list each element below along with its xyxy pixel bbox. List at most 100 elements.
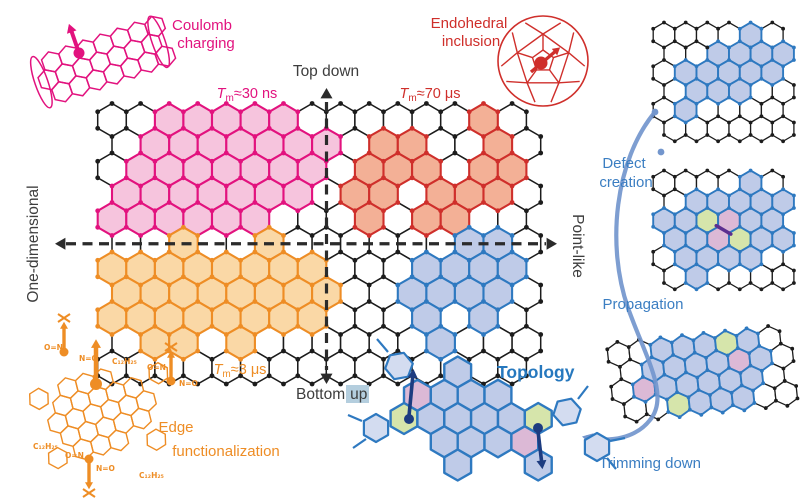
dimethyl-cross	[82, 488, 96, 498]
lattice-atom	[424, 332, 429, 337]
lattice-atom	[266, 175, 272, 181]
lattice-atom	[424, 299, 429, 304]
lattice-atom	[682, 358, 687, 362]
lattice-atom	[770, 95, 775, 100]
lattice-atom	[672, 26, 677, 31]
lattice-atom	[109, 249, 115, 255]
lattice-atom	[705, 243, 710, 248]
lattice-atom	[759, 262, 764, 267]
lattice-atom	[748, 268, 753, 273]
lattice-atom	[509, 282, 515, 288]
lattice-atom	[152, 175, 158, 181]
lattice-atom	[223, 183, 229, 189]
lattice-atom	[466, 158, 472, 164]
lattice-atom	[694, 114, 699, 119]
lattice-atom	[630, 382, 635, 387]
lattice-atom	[683, 193, 688, 198]
lattice-atom	[481, 233, 486, 238]
lattice-atom	[748, 243, 753, 248]
arrowhead	[546, 237, 557, 250]
lattice-atom	[252, 134, 258, 139]
tm-subscript: m	[408, 93, 416, 104]
lattice-atom	[778, 341, 783, 346]
lattice-atom	[309, 233, 315, 238]
lattice-atom	[409, 109, 415, 115]
lattice-atom	[438, 323, 444, 329]
lattice-atom	[538, 233, 544, 238]
lattice-atom	[395, 200, 401, 205]
lattice-atom	[438, 158, 444, 164]
lattice-atom	[795, 396, 800, 401]
lattice-atom	[109, 183, 115, 189]
lattice-atom	[737, 114, 742, 119]
lattice-atom	[166, 282, 172, 288]
lattice-atom	[694, 26, 699, 31]
lattice-atom	[366, 233, 372, 238]
lattice-atom	[166, 249, 172, 255]
lattice-atom	[752, 401, 757, 405]
lattice-atom	[295, 373, 301, 379]
fullerene-bond	[542, 22, 562, 35]
lattice-atom	[481, 101, 486, 106]
fullerene-bond	[568, 52, 586, 67]
lattice-atom	[748, 193, 753, 198]
fullerene-bond	[550, 82, 560, 103]
flow-curve-dot	[651, 108, 659, 116]
fullerene-bond	[506, 80, 528, 84]
lattice-atom	[727, 58, 731, 62]
lattice-atom	[759, 174, 764, 179]
lattice-atom	[381, 356, 386, 362]
topology-molecule	[347, 338, 626, 482]
lattice-atom	[643, 399, 648, 404]
lattice-atom	[524, 224, 529, 230]
lattice-atom	[656, 417, 661, 422]
axes-layer	[55, 88, 557, 384]
lattice-atom	[658, 335, 663, 340]
nitroxide-label: N=O	[96, 464, 115, 473]
lattice-atom	[452, 249, 458, 255]
lattice-atom	[238, 373, 244, 379]
lattice-atom	[509, 134, 515, 139]
lattice-atom	[238, 158, 244, 164]
lattice-atom	[509, 249, 515, 255]
lattice-atom	[781, 224, 785, 229]
lattice-atom	[495, 307, 501, 313]
lattice-atom	[748, 120, 753, 125]
lattice-atom	[699, 412, 704, 417]
topology-end-ring	[384, 351, 414, 381]
lattice-atom	[661, 360, 665, 365]
hex-cell	[268, 300, 299, 336]
lattice-atom	[95, 257, 101, 263]
lattice-atom	[452, 101, 458, 106]
lattice-atom	[509, 183, 515, 189]
nitroxide-label: O=N	[147, 363, 166, 372]
lattice-atom	[705, 368, 710, 373]
lattice-atom	[737, 187, 742, 192]
flake-propagation	[651, 168, 796, 292]
alkyl-chain-label: C₁₂H₂₅	[139, 471, 164, 480]
lattice-atom	[238, 356, 244, 362]
dimethyl-cross	[57, 313, 71, 323]
hex-cell	[411, 201, 442, 237]
lattice-atom	[737, 287, 742, 292]
lattice-atom	[352, 373, 358, 379]
lattice-atom	[352, 208, 358, 214]
lattice-atom	[152, 257, 158, 263]
lattice-atom	[694, 139, 699, 144]
lattice-atom	[495, 158, 501, 164]
lattice-atom	[209, 356, 215, 362]
lattice-atom	[409, 158, 415, 164]
lattice-atom	[662, 83, 666, 87]
lattice-atom	[739, 383, 744, 388]
lattice-atom	[452, 332, 458, 337]
fullerene-bond	[558, 80, 580, 84]
lattice-atom	[524, 257, 529, 263]
spin-arrow-shaft	[536, 430, 544, 466]
lattice-atom	[209, 307, 215, 313]
lattice-atom	[381, 224, 386, 230]
nanotube-endcap	[29, 55, 53, 109]
lattice-atom	[452, 282, 458, 288]
lattice-atom	[770, 243, 775, 248]
lattice-atom	[662, 372, 667, 377]
